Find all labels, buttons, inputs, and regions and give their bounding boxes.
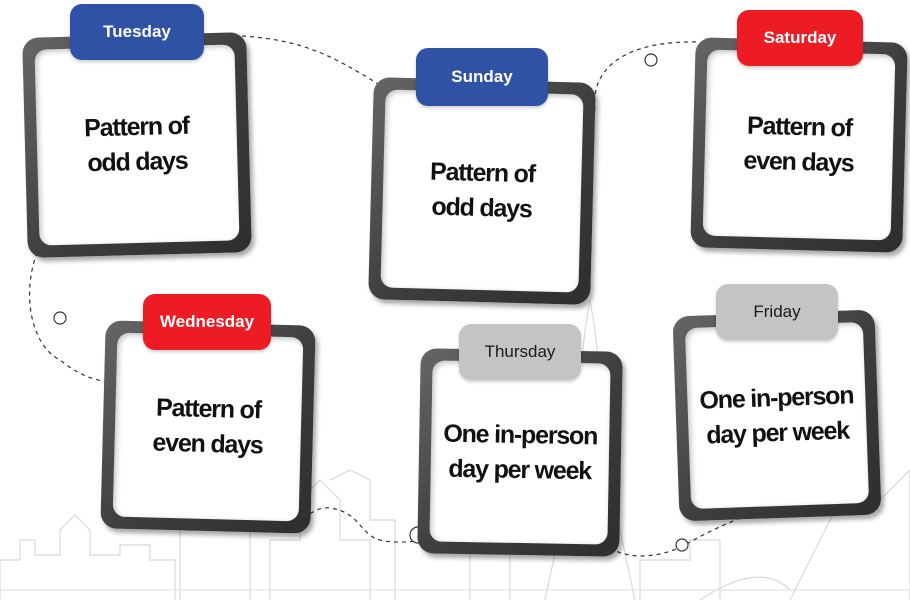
day-tag-wednesday: Wednesday [143, 294, 271, 350]
day-card-tuesday: Pattern of odd days [22, 32, 252, 258]
card-content: Pattern of even days [702, 49, 896, 241]
card-text: Pattern of even days [152, 393, 263, 460]
card-text: Pattern of even days [743, 111, 854, 178]
day-tag-saturday: Saturday [737, 10, 863, 66]
card-content: One in-person day per week [684, 321, 870, 510]
day-tag-sunday: Sunday [416, 48, 548, 106]
day-card-sunday: Pattern of odd days [368, 77, 596, 305]
day-card-wednesday: Pattern of even days [100, 320, 316, 534]
day-tag-tuesday: Tuesday [70, 4, 204, 60]
card-content: Pattern of odd days [380, 89, 584, 293]
card-content: One in-person day per week [429, 360, 611, 545]
card-text: Pattern of odd days [429, 157, 536, 224]
card-text: Pattern of odd days [83, 111, 190, 178]
day-card-saturday: Pattern of even days [690, 37, 908, 253]
day-card-friday: One in-person day per week [672, 309, 882, 522]
card-text: One in-person day per week [698, 380, 854, 449]
card-content: Pattern of even days [112, 332, 304, 522]
day-tag-friday: Friday [716, 284, 838, 340]
day-tag-thursday: Thursday [459, 324, 581, 380]
card-text: One in-person day per week [443, 419, 598, 485]
card-content: Pattern of odd days [34, 44, 240, 246]
